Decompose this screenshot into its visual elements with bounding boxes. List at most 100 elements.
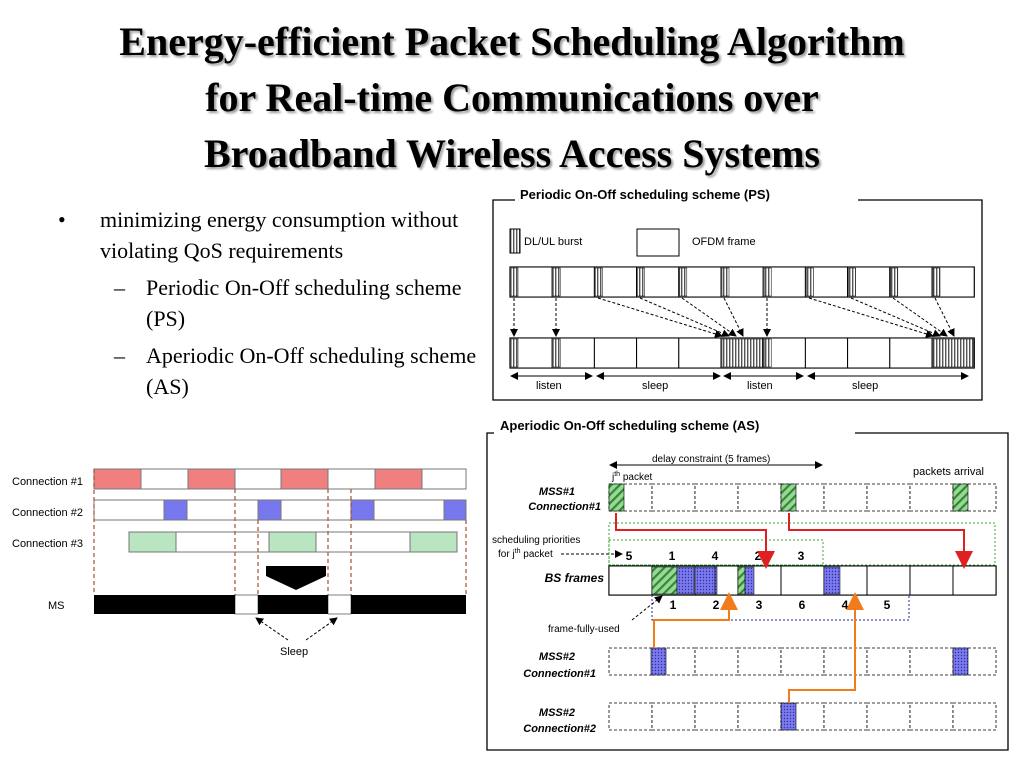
frame-slot — [694, 647, 739, 676]
scheduled-burst — [737, 566, 746, 595]
frame-slot — [737, 483, 782, 512]
frame-order-number: 6 — [799, 598, 806, 612]
mss1-label: MSS#1 — [539, 486, 575, 498]
sched-priorities-label: scheduling priorities — [492, 535, 580, 546]
as-diagram: Aperiodic On-Off scheduling scheme (AS) … — [486, 418, 1009, 751]
frame-slot — [651, 483, 696, 512]
aggregated-burst-block — [721, 338, 763, 368]
sub-bullet-item: – Periodic On-Off scheduling scheme (PS) — [58, 272, 488, 334]
bs-frames-label: BS frames — [545, 571, 605, 585]
burst-block — [806, 267, 814, 297]
phase-label: sleep — [642, 380, 668, 392]
dash-marker: – — [114, 275, 125, 300]
frame-legend-label: OFDM frame — [692, 236, 756, 248]
ofdm-frame — [804, 337, 849, 369]
priority-number: 5 — [626, 549, 633, 563]
mss2-conn2-label: Connection#2 — [523, 723, 596, 735]
burst-legend-swatch — [509, 228, 521, 254]
connection-3-track — [128, 531, 458, 553]
packet-block — [780, 483, 797, 512]
mapping-arrow — [850, 297, 941, 337]
priority-number: 2 — [755, 549, 762, 563]
activity-boundaries — [93, 469, 467, 595]
scheduled-burst — [714, 566, 718, 595]
ofdm-frame — [593, 337, 638, 369]
ms-label: MS — [48, 600, 65, 612]
packet-block — [952, 483, 969, 512]
scheduled-burst — [744, 566, 755, 595]
phase-label: listen — [747, 380, 773, 392]
bullet-text: minimizing energy consumption without vi… — [100, 207, 459, 263]
priority-number: 3 — [798, 549, 805, 563]
packets-arrival-label: packets arrival — [913, 466, 984, 478]
frame-slot — [780, 647, 825, 676]
mapping-arrow — [892, 297, 948, 337]
mapping-arrow — [723, 297, 744, 337]
frame-slot — [866, 647, 911, 676]
ps-frames-row-bottom — [509, 337, 975, 369]
used-window-box — [651, 595, 910, 621]
mss2-label: MSS#2 — [539, 651, 575, 663]
frame-slot — [737, 702, 782, 731]
frame-slot — [952, 702, 997, 731]
frame-fully-used-pointer — [631, 595, 663, 621]
mss2-connection1-row — [608, 647, 997, 676]
mss2b-label: MSS#2 — [539, 707, 575, 719]
scheduled-burst — [694, 566, 716, 595]
frame-slot — [823, 647, 868, 676]
burst-legend-label: DL/UL burst — [524, 236, 582, 248]
mapping-arrow — [597, 297, 723, 338]
ps-mapping-arrows — [510, 297, 955, 338]
ofdm-frame — [636, 337, 680, 369]
frame-slot — [866, 702, 911, 731]
priority-number: 4 — [712, 549, 719, 563]
phase-label: sleep — [852, 380, 878, 392]
ofdm-frame — [678, 337, 722, 369]
frame-slot — [737, 647, 782, 676]
bs-frame — [866, 565, 911, 596]
mss2-connection2-row — [608, 702, 997, 731]
sched-priorities-label-2: for jth packet — [498, 548, 553, 560]
burst-block — [932, 267, 941, 297]
scheduled-burst — [651, 566, 678, 595]
bs-frame — [909, 565, 954, 596]
bullet-list: • minimizing energy consumption without … — [58, 204, 488, 402]
burst-block — [552, 267, 561, 297]
slide-title: Energy-efficient Packet Scheduling Algor… — [0, 14, 1024, 182]
burst-block — [890, 267, 899, 297]
red-scheduling-arrows — [615, 513, 973, 569]
packet-block — [780, 702, 797, 731]
burst-block — [595, 267, 603, 297]
sub-bullet-item: – Aperiodic On-Off scheduling scheme (AS… — [58, 340, 488, 402]
bs-frame — [608, 565, 653, 596]
burst-block — [637, 267, 645, 297]
frame-slot — [909, 483, 954, 512]
frame-order-number: 2 — [713, 598, 720, 612]
frame-slot — [608, 647, 653, 676]
connection-label: Connection #3 — [12, 538, 83, 550]
delay-window-box — [608, 539, 824, 566]
frame-order-number: 1 — [670, 598, 677, 612]
mapping-arrow — [681, 297, 737, 337]
bs-frame — [780, 565, 825, 596]
phase-label: listen — [536, 380, 562, 392]
sleep-pointer — [255, 617, 289, 641]
mss1-connection1-row — [608, 483, 997, 512]
ms-timeline — [94, 594, 466, 615]
frame-slot — [694, 702, 739, 731]
burst-block — [510, 267, 519, 297]
burst-block — [510, 338, 519, 368]
frame-legend-swatch — [636, 228, 680, 257]
mapping-arrow — [934, 297, 955, 337]
frame-slot — [608, 702, 653, 731]
burst-block — [848, 267, 856, 297]
scheduled-burst — [823, 566, 841, 595]
mss1-conn-label: Connection#1 — [528, 501, 601, 513]
burst-block — [679, 267, 688, 297]
frame-slot — [909, 647, 954, 676]
ps-title: Periodic On-Off scheduling scheme (PS) — [520, 187, 770, 202]
connection-label: Connection #1 — [12, 476, 83, 488]
